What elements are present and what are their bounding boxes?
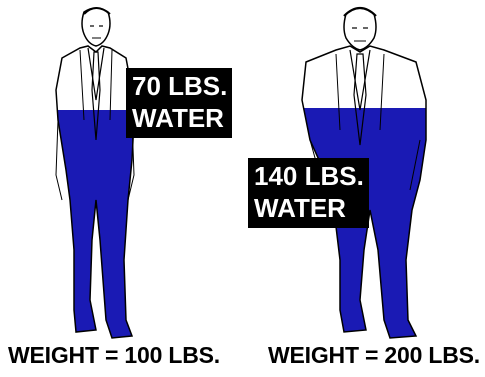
water-amount-small: 70 LBS. <box>132 70 227 102</box>
water-label-large: 140 LBS. WATER <box>248 158 369 228</box>
water-fill-large <box>280 108 450 348</box>
water-word-small: WATER <box>132 102 227 134</box>
person-silhouette-small <box>0 0 240 340</box>
water-fill-small <box>40 110 150 350</box>
person-figure-small <box>0 0 240 340</box>
water-word-large: WATER <box>254 192 364 224</box>
head-icon-large <box>344 8 376 50</box>
water-label-small: 70 LBS. WATER <box>126 68 232 138</box>
head-icon-small <box>82 8 110 46</box>
weight-caption-small: WEIGHT = 100 LBS. <box>8 342 220 369</box>
weight-caption-large: WEIGHT = 200 LBS. <box>268 342 480 369</box>
water-amount-large: 140 LBS. <box>254 160 364 192</box>
